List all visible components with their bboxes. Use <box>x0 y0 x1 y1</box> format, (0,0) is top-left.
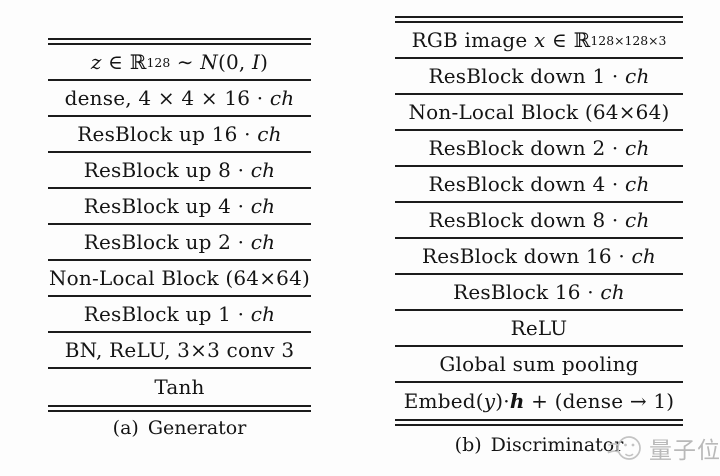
generator-caption-text: Generator <box>147 417 247 439</box>
row-segment: ch <box>600 280 625 304</box>
row-segment: BN, ReLU, 3×3 conv 3 <box>64 338 295 362</box>
row-segment: ResBlock up 4 · <box>83 194 251 218</box>
discriminator-caption-text: Discriminator <box>490 434 624 456</box>
table-row: ResBlock down 4 · ch <box>395 167 683 203</box>
table-row: ResBlock down 8 · ch <box>395 203 683 239</box>
table-row: ResBlock 16 · ch <box>395 275 683 311</box>
table-row: ResBlock down 1 · ch <box>395 59 683 95</box>
table-row: ResBlock up 4 · ch <box>48 189 311 225</box>
row-segment: ∈ ℝ <box>545 28 591 52</box>
row-segment: ch <box>250 194 276 218</box>
table-row: ResBlock up 1 · ch <box>48 297 311 333</box>
row-segment: ResBlock 16 · <box>453 280 601 304</box>
generator-caption-tag: (a) <box>112 417 139 439</box>
table-row: Non-Local Block (64×64) <box>48 261 311 297</box>
row-segment: + (dense → 1) <box>524 389 675 413</box>
row-segment: x <box>533 28 546 52</box>
qbitai-mascot-icon <box>607 436 641 460</box>
table-row: dense, 4 × 4 × 16 · ch <box>48 81 311 117</box>
row-segment: ch <box>625 172 650 196</box>
watermark: 量子位 <box>606 431 720 465</box>
row-segment: N <box>200 50 218 74</box>
row-segment: (0, <box>217 50 253 74</box>
row-segment: h <box>509 389 525 413</box>
row-segment: ch <box>250 230 276 254</box>
table-row: BN, ReLU, 3×3 conv 3 <box>48 333 311 369</box>
table-row: Tanh <box>48 369 311 405</box>
row-segment: ch <box>625 208 650 232</box>
row-segment: ch <box>250 158 276 182</box>
row-segment: dense, 4 × 4 × 16 · <box>64 86 270 110</box>
row-segment: ch <box>269 86 295 110</box>
table-row: ResBlock down 2 · ch <box>395 131 683 167</box>
row-segment: ch <box>631 244 656 268</box>
table-row: ReLU <box>395 311 683 347</box>
table-row: ResBlock down 16 · ch <box>395 239 683 275</box>
table-row: Embed(y)·h + (dense → 1) <box>395 383 683 419</box>
row-segment: ch <box>250 302 276 326</box>
row-segment: ResBlock up 8 · <box>83 158 251 182</box>
row-segment: ∈ ℝ <box>101 50 147 74</box>
row-segment: ResBlock up 16 · <box>77 122 258 146</box>
row-segment: ResBlock down 1 · <box>428 64 626 88</box>
row-segment: ch <box>625 64 650 88</box>
watermark-text: 量子位 <box>649 438 720 464</box>
row-segment: ResBlock up 1 · <box>83 302 251 326</box>
row-segment: )· <box>495 389 510 413</box>
row-segment: I <box>252 50 261 74</box>
row-segment: ) <box>260 50 269 74</box>
row-segment: ResBlock down 8 · <box>428 208 626 232</box>
row-segment: ResBlock down 2 · <box>428 136 626 160</box>
table-row: Non-Local Block (64×64) <box>395 95 683 131</box>
row-segment: y <box>483 389 496 413</box>
row-segment: 128×128×3 <box>590 32 667 48</box>
table-row: Global sum pooling <box>395 347 683 383</box>
row-segment: Non-Local Block (64×64) <box>48 266 311 290</box>
row-segment: Global sum pooling <box>439 352 639 376</box>
row-segment: ch <box>625 136 650 160</box>
row-segment: RGB image <box>411 28 534 52</box>
row-segment: ∼ <box>170 50 201 74</box>
discriminator-caption-tag: (b) <box>454 434 482 456</box>
generator-caption: (a) Generator <box>48 416 311 440</box>
row-segment: ResBlock down 16 · <box>422 244 632 268</box>
row-segment: ResBlock down 4 · <box>428 172 626 196</box>
table-row: ResBlock up 2 · ch <box>48 225 311 261</box>
discriminator-caption: (b) Discriminator <box>395 430 683 460</box>
row-segment: z <box>90 50 102 74</box>
row-segment: Non-Local Block (64×64) <box>408 100 670 124</box>
table-row: ResBlock up 16 · ch <box>48 117 311 153</box>
table-row: ResBlock up 8 · ch <box>48 153 311 189</box>
row-segment: ch <box>257 122 282 146</box>
row-segment: ResBlock up 2 · <box>83 230 251 254</box>
row-segment: 128 <box>146 54 171 70</box>
row-segment: Tanh <box>154 375 205 399</box>
row-segment: Embed( <box>403 389 484 413</box>
row-segment: ReLU <box>510 316 568 340</box>
